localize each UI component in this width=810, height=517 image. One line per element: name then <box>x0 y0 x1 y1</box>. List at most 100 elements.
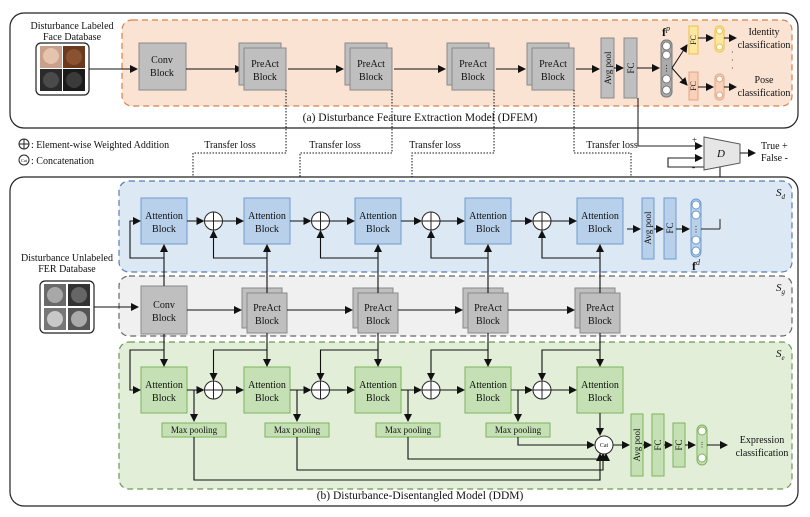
svg-text:PreAct: PreAct <box>364 303 392 314</box>
svg-text:⋮: ⋮ <box>692 225 700 234</box>
concat-node: Cat <box>594 435 614 455</box>
svg-text:Avg pool: Avg pool <box>643 211 653 245</box>
ddm-input-label-line1: Disturbance Unlabeled <box>21 253 113 264</box>
svg-text:Block: Block <box>152 224 176 235</box>
svg-text:Block: Block <box>255 224 279 235</box>
discriminator: D <box>703 136 741 171</box>
weighted-addition-node <box>532 211 552 231</box>
dfem-input-label-line2: Face Database <box>43 32 102 43</box>
pose-fc: FC <box>688 71 699 101</box>
svg-text:Avg pool: Avg pool <box>632 428 642 462</box>
weighted-addition-node <box>421 380 441 400</box>
svg-text:Block: Block <box>255 393 279 404</box>
svg-text:⋮: ⋮ <box>663 64 671 73</box>
dfem-input-label-line1: Disturbance Labeled <box>30 21 113 32</box>
svg-text:Avg pool: Avg pool <box>603 51 613 85</box>
sd-label: Sd <box>776 187 786 201</box>
svg-text:Block: Block <box>359 72 383 83</box>
sg-label: Sg <box>776 282 786 296</box>
svg-text:PreAct: PreAct <box>357 59 385 70</box>
svg-text:Conv: Conv <box>153 300 175 311</box>
feature-vector-fp: ⋮ <box>660 39 673 98</box>
sg-region <box>118 275 793 337</box>
weighted-addition-node <box>311 211 330 231</box>
svg-text:FC: FC <box>626 62 636 73</box>
max-pooling-1: Max pooling <box>161 422 227 438</box>
svg-text:Max pooling: Max pooling <box>495 425 542 435</box>
legend-addition: : Element-wise Weighted Addition <box>18 138 169 151</box>
sd-avg-pool: Avg pool <box>641 197 655 260</box>
weighted-addition-node <box>421 211 441 231</box>
svg-text:Cat: Cat <box>600 443 609 449</box>
max-pooling-2: Max pooling <box>264 422 330 438</box>
expression-label-line1: Expression <box>740 435 784 446</box>
svg-text:Max pooling: Max pooling <box>171 425 218 435</box>
svg-text:Block: Block <box>461 72 485 83</box>
dfem-fc: FC <box>623 37 638 99</box>
svg-text:Cat: Cat <box>21 158 28 163</box>
svg-text:Attention: Attention <box>581 211 619 222</box>
max-pooling-4: Max pooling <box>485 422 551 438</box>
dfem-avg-pool: Avg pool <box>600 37 615 99</box>
labeled-face-images <box>35 42 90 96</box>
svg-text:FC: FC <box>665 222 675 233</box>
fd-label: fd <box>692 258 701 273</box>
svg-text:Block: Block <box>476 316 500 327</box>
svg-text:Attention: Attention <box>248 211 286 222</box>
svg-text:FC: FC <box>689 81 698 91</box>
svg-text:Block: Block <box>476 393 500 404</box>
pose-label-line2: classification <box>738 88 791 99</box>
svg-text:Block: Block <box>253 72 277 83</box>
dfem-caption: (a) Disturbance Feature Extraction Model… <box>303 112 538 124</box>
svg-text:D: D <box>716 148 725 160</box>
pose-vector <box>714 73 725 101</box>
weighted-addition-node <box>311 380 330 400</box>
svg-text:Max pooling: Max pooling <box>385 425 432 435</box>
se-avg-pool: Avg pool <box>630 413 644 477</box>
pose-label-line1: Pose <box>755 75 774 86</box>
svg-text:Attention: Attention <box>469 380 507 391</box>
ddm-input-label-line2: FER Database <box>38 264 96 275</box>
svg-text:Block: Block <box>366 316 390 327</box>
svg-text:PreAct: PreAct <box>474 303 502 314</box>
svg-text:Attention: Attention <box>469 211 507 222</box>
svg-text:Block: Block <box>541 72 565 83</box>
svg-text:PreAct: PreAct <box>253 303 281 314</box>
se-fc-1: FC <box>651 413 665 477</box>
svg-text:Block: Block <box>476 224 500 235</box>
legend-concat: Cat : Concatenation <box>18 154 94 167</box>
svg-text:PreAct: PreAct <box>586 303 614 314</box>
svg-text:-: - <box>692 162 695 172</box>
svg-text:FC: FC <box>674 439 684 450</box>
svg-text:Block: Block <box>366 224 390 235</box>
svg-text:·: · <box>731 64 734 73</box>
svg-text:·: · <box>731 56 734 65</box>
svg-text:Attention: Attention <box>145 380 183 391</box>
svg-text:Block: Block <box>152 313 176 324</box>
se-label: Se <box>776 348 785 362</box>
transfer-loss-label-3: Transfer loss <box>409 140 461 151</box>
weighted-addition-node <box>204 380 223 400</box>
dfem-conv-block: Conv Block <box>138 42 187 91</box>
discriminator-output-false: False - <box>761 153 788 164</box>
expression-label-line2: classification <box>736 448 789 459</box>
ddm-caption: (b) Disturbance-Disentangled Model (DDM) <box>317 490 524 502</box>
identity-fc: FC <box>688 25 699 55</box>
identity-vector <box>714 25 725 53</box>
svg-text:: Element-wise Weighted Additi: : Element-wise Weighted Addition <box>31 140 169 151</box>
